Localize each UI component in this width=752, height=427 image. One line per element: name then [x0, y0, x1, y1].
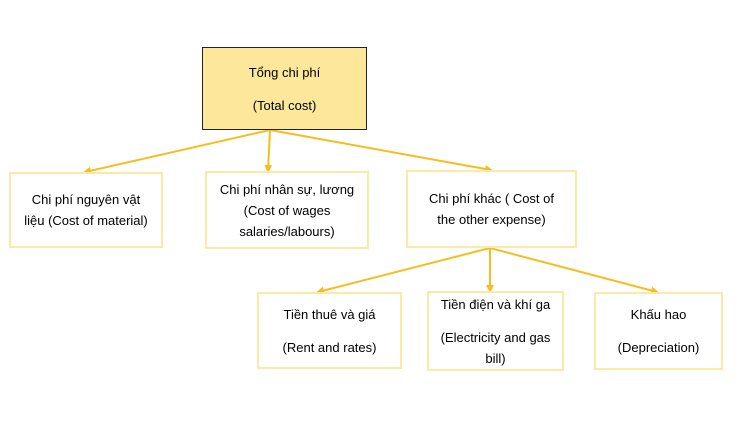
edge-other-to-rent [316, 247, 491, 295]
node-cost-of-material: Chi phí nguyên vật liệu (Cost of materia… [9, 172, 163, 248]
node-electricity-and-gas-line1: Tiền điện và khí ga [440, 296, 551, 312]
node-cost-of-wages-line2: (Cost of wages [243, 202, 331, 218]
node-depreciation-line2: (Depreciation) [617, 340, 700, 355]
edge-root-to-wages [264, 129, 273, 173]
node-depreciation-line1: Khấu hao [630, 307, 687, 322]
node-cost-of-material-line1: Chi phí nguyên vật [31, 192, 141, 207]
node-cost-of-wages-line3: salaries/labours) [239, 223, 335, 239]
node-cost-of-wages: Chi phí nhân sự, lương (Cost of wages sa… [205, 171, 369, 249]
node-electricity-and-gas: Tiền điện và khí ga (Electricity and gas… [427, 291, 564, 371]
edge-root-to-material [83, 129, 271, 175]
node-rent-and-rates-line2: (Rent and rates) [282, 339, 377, 355]
node-cost-of-wages-line1: Chi phí nhân sự, lương [219, 181, 355, 197]
node-total-cost: Tổng chi phí (Total cost) [202, 47, 367, 130]
node-rent-and-rates: Tiền thuê và giá (Rent and rates) [257, 292, 402, 369]
node-other-expense-line1: Chi phí khác ( Cost of [429, 191, 554, 206]
edge-root-to-other [269, 129, 493, 173]
node-rent-and-rates-line1: Tiền thuê và giá [283, 306, 376, 322]
node-other-expense: Chi phí khác ( Cost of the other expense… [406, 170, 577, 248]
node-electricity-and-gas-line3: bill) [485, 350, 506, 366]
node-depreciation: Khấu hao (Depreciation) [594, 292, 723, 370]
node-total-cost-line2: (Total cost) [252, 97, 317, 113]
node-total-cost-line1: Tổng chi phí [248, 64, 321, 80]
node-electricity-and-gas-line2: (Electricity and gas [440, 329, 551, 345]
node-other-expense-line2: the other expense) [437, 212, 546, 227]
edge-other-to-depreciation [489, 247, 659, 295]
node-cost-of-material-line2: liệu (Cost of material) [24, 213, 148, 228]
